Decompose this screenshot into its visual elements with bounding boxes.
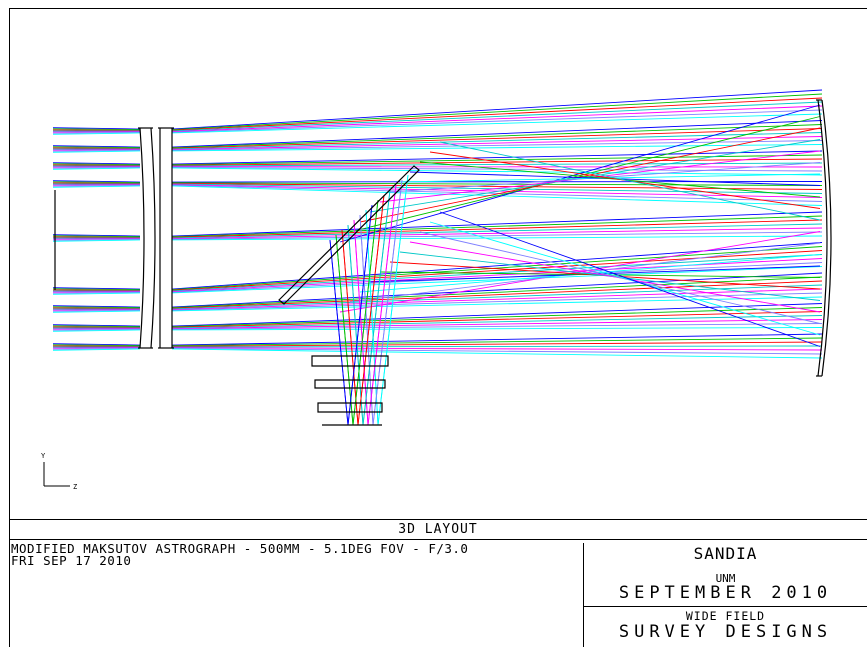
ray-bundles [53,90,822,425]
layout-title: 3D LAYOUT [9,519,867,539]
corrector-lens-front [140,128,144,348]
description-line-2: FRI SEP 17 2010 [11,555,583,567]
field-lens-1 [312,356,388,366]
corrector-to-mirror-ray [172,185,822,201]
organization: SANDIA [584,544,867,563]
design-date: SEPTEMBER 2010 [584,583,867,607]
corrector-to-mirror-ray [172,346,822,347]
y-axis-label: Y [41,452,46,460]
description-panel: MODIFIED MAKSUTOV ASTROGRAPH - 500MM - 5… [9,543,584,647]
title-block-right: SANDIA UNM SEPTEMBER 2010 WIDE FIELD SUR… [584,540,867,648]
project-line-2: SURVEY DESIGNS [584,622,867,642]
mirror-return-ray [440,142,820,220]
corrector-to-mirror-ray [172,220,822,237]
corrector-to-mirror-ray [172,98,822,130]
corrector-to-mirror-ray [172,110,822,132]
corrector-to-mirror-ray [172,312,822,328]
mirror-return-ray [430,222,820,335]
corrector-lens-back [151,128,155,348]
axis-indicator [44,462,70,486]
title-block: MODIFIED MAKSUTOV ASTROGRAPH - 500MM - 5… [9,539,867,647]
optical-elements [55,100,831,425]
corrector-to-mirror-ray [172,133,822,150]
folded-ray [348,205,372,425]
z-axis-label: Z [73,483,77,491]
project-line-1: WIDE FIELD [584,609,867,623]
mirror-return-ray [360,255,820,293]
